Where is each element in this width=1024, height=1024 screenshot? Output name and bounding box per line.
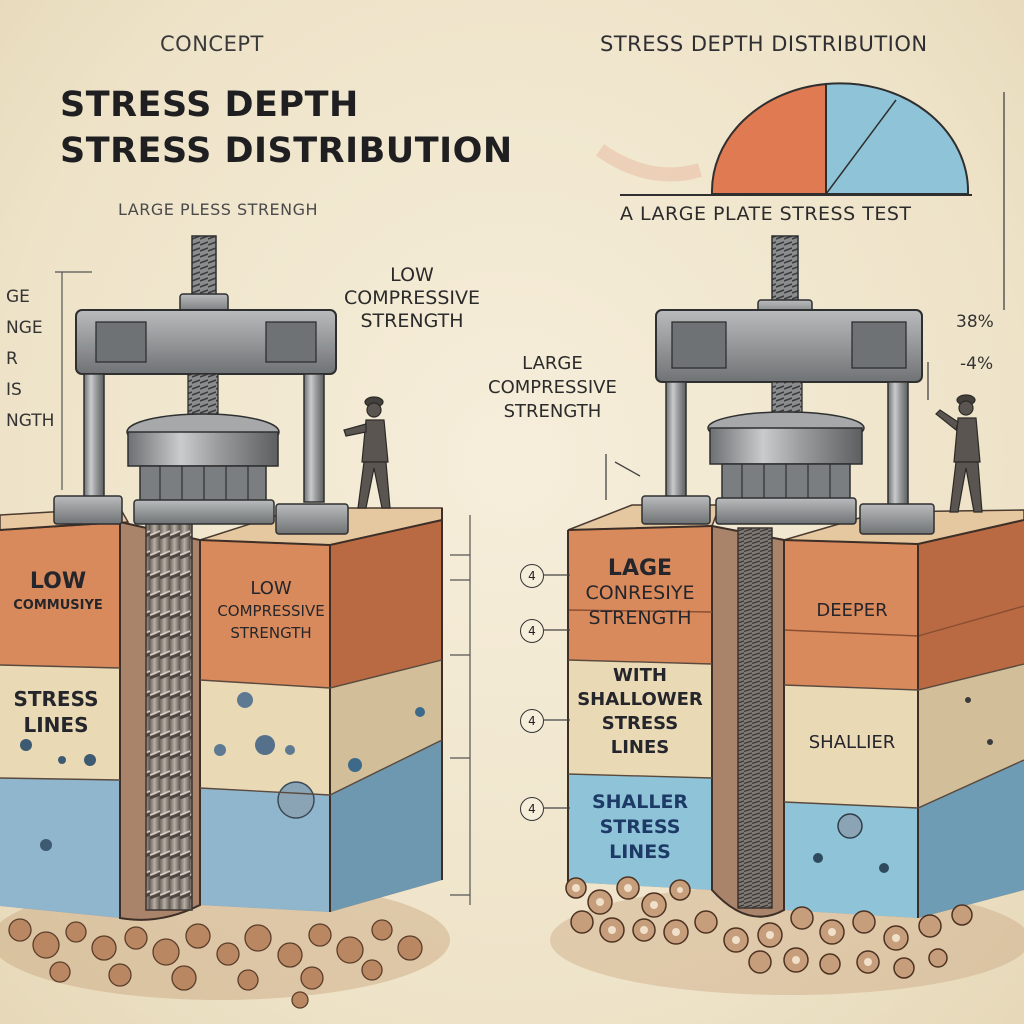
label-lines-2: LINES (610, 737, 670, 758)
percent-label-1: 38% (956, 312, 994, 332)
callout-low-line-1: LOW (390, 264, 434, 286)
label-shaller: SHALLER (591, 791, 689, 813)
callout-low-line-3: STRENGTH (360, 310, 464, 332)
callout-large-line-3: STRENGTH (503, 401, 602, 422)
concept-label: CONCEPT (160, 32, 264, 56)
label-lines: LINES (23, 713, 89, 737)
edge-text-left: GE NGE R IS NGTH (6, 282, 54, 437)
right-title: STRESS DEPTH DISTRIBUTION (600, 32, 928, 56)
callout-large-compressive: LARGE COMPRESSIVE STRENGTH (488, 352, 617, 424)
label-low: LOW (29, 569, 87, 594)
edge-text-1: GE (6, 287, 30, 307)
label-right-left-middle-stratum: WITH SHALLOWER STRESS LINES (570, 664, 710, 760)
right-subtitle: A LARGE PLATE STRESS TEST (620, 203, 912, 225)
left-heading: STRESS DEPTH STRESS DISTRIBUTION (60, 82, 513, 174)
numbered-bubble-3: 4 (520, 709, 544, 733)
percent-label-2: -4% (960, 354, 994, 374)
numbered-bubble-4: 4 (520, 797, 544, 821)
label-right-left-top-stratum: LAGE CONRESIYE STRENGTH (570, 556, 710, 631)
label-shallier: SHALLIER (808, 732, 896, 753)
label-deeper: DEEPER (816, 600, 888, 621)
label-strength-3: STRENGTH (588, 607, 692, 629)
label-compressive-2: COMPRESSIVE (217, 602, 325, 620)
edge-text-2: NGE (6, 318, 43, 338)
label-low-2: LOW (250, 578, 292, 599)
soil-block-left (0, 507, 450, 1009)
callout-large-line-2: COMPRESSIVE (488, 377, 617, 398)
label-right-top-stratum: LOW COMPRESSIVE STRENGTH (204, 578, 338, 644)
callout-large-line-1: LARGE (522, 353, 583, 374)
edge-text-4: IS (6, 380, 22, 400)
label-stress-2: STRESS (601, 713, 679, 734)
label-strength-2: STRENGTH (230, 624, 312, 642)
edge-text-5: NGTH (6, 411, 55, 431)
numbered-bubble-1: 4 (520, 564, 544, 588)
heading-line-1: STRESS DEPTH (60, 85, 359, 125)
label-stress: STRESS (13, 687, 99, 711)
label-shallower: SHALLOWER (577, 689, 703, 710)
soil-block-right (550, 504, 1024, 995)
press-frame-left (53, 235, 349, 535)
heading-line-2: STRESS DISTRIBUTION (60, 131, 513, 171)
callout-low-compressive: LOW COMPRESSIVE STRENGTH (344, 264, 480, 333)
label-stress-3: STRESS (599, 816, 681, 838)
semicircle-gauge (595, 82, 972, 196)
callout-low-line-2: COMPRESSIVE (344, 287, 481, 309)
annotation-lines-right (544, 92, 1005, 809)
label-lage: LAGE (607, 556, 673, 581)
edge-text-3: R (6, 349, 18, 369)
label-with: WITH (613, 665, 667, 686)
worker-figure-left (343, 396, 391, 509)
dimension-lines-left (55, 271, 471, 905)
label-left-top-stratum: LOW COMMUSIYE (8, 570, 108, 618)
label-conresiye: CONRESIYE (585, 582, 695, 604)
worker-figure-right (935, 394, 983, 513)
numbered-bubble-2: 4 (520, 619, 544, 643)
left-subheading: LARGE PLESS STRENGH (118, 200, 319, 219)
label-right-left-bottom-stratum: SHALLER STRESS LINES (570, 790, 710, 865)
label-left-stress-lines: STRESS LINES (6, 686, 106, 738)
press-frame-right (641, 235, 935, 535)
label-commusiye: COMMUSIYE (13, 598, 103, 613)
label-lines-3: LINES (609, 841, 671, 863)
